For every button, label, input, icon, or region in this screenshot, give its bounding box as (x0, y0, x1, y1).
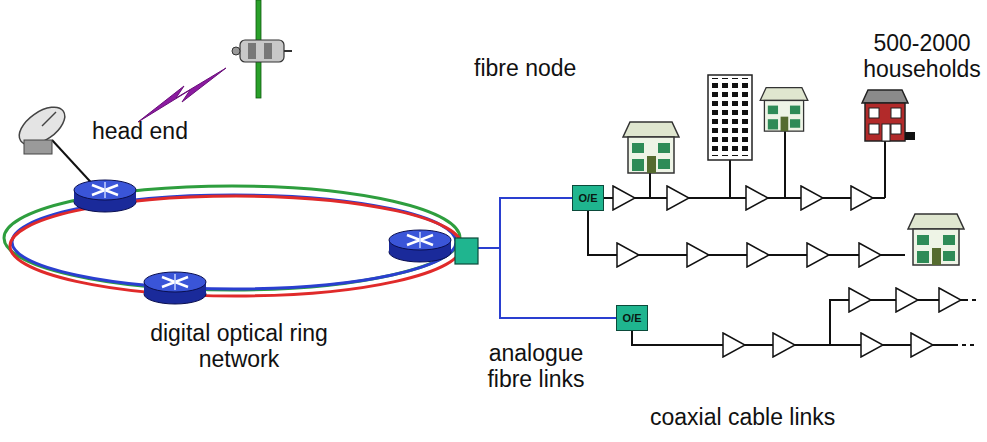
radio-link (138, 68, 226, 122)
site-label: head end (92, 118, 212, 144)
node-text: O/E (579, 192, 598, 204)
satellite (232, 0, 292, 98)
link-label: analogue fibre links (470, 340, 602, 393)
converter-box: O/E (572, 185, 604, 211)
apartment-building (708, 75, 752, 160)
optical-ring (4, 186, 462, 296)
node-text: O/E (623, 312, 642, 324)
house (760, 88, 808, 131)
converter-box: O/E (616, 305, 648, 331)
house-detail (905, 132, 915, 140)
satellite-dish (13, 100, 98, 190)
count-label: 500-2000 households (862, 30, 982, 83)
analogue-fibre (470, 198, 632, 318)
router (389, 230, 451, 262)
amplifier (613, 186, 961, 357)
coaxial-cable-continuation (958, 300, 980, 345)
house (908, 214, 964, 265)
component-label: fibre node (474, 55, 604, 81)
router (74, 180, 136, 212)
network-label: digital optical ring network (150, 320, 328, 373)
fibre-splitter (455, 238, 478, 264)
house (862, 90, 908, 141)
router (144, 272, 206, 304)
house (623, 122, 679, 173)
link-label: coaxial cable links (650, 404, 890, 430)
